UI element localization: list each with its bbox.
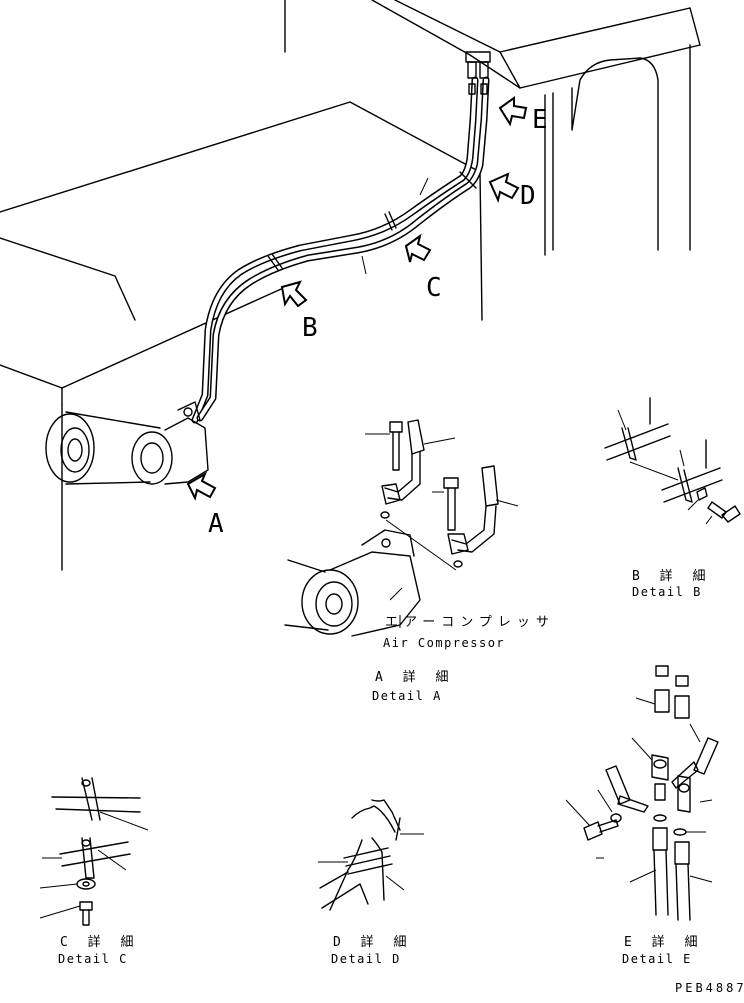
callout-label-c: C <box>426 273 442 303</box>
detail-a-title-jp: A 詳 細 <box>375 669 454 685</box>
callout-arrows <box>186 96 528 501</box>
detail-c-title-jp: C 詳 細 <box>60 934 139 950</box>
drawing-code: PEB4887 <box>675 981 744 995</box>
detail-b-title-jp: B 詳 細 <box>632 568 711 584</box>
compressor-label-en: Air Compressor <box>383 636 505 650</box>
detail-a-drawing <box>284 419 519 637</box>
detail-d-title-jp: D 詳 細 <box>333 934 412 950</box>
detail-e-title-jp: E 詳 細 <box>624 934 703 950</box>
detail-e-drawing <box>565 665 719 921</box>
detail-d-drawing <box>318 799 424 911</box>
detail-a-title-en: Detail A <box>372 689 442 703</box>
compressor-label-jp: エアーコンプレッサ <box>385 615 555 630</box>
callout-label-d: D <box>520 181 536 211</box>
detail-b-title-en: Detail B <box>632 585 702 599</box>
detail-c-drawing <box>39 777 149 926</box>
air-conditioner-hose-route <box>191 51 491 424</box>
detail-c-title-en: Detail C <box>58 952 128 966</box>
machine-body-outline <box>0 0 701 571</box>
detail-d-title-en: Detail D <box>331 952 401 966</box>
detail-b-drawing <box>604 397 741 525</box>
callout-label-e: E <box>532 105 548 135</box>
engine-belt-compressor <box>45 401 209 485</box>
detail-e-title-en: Detail E <box>622 952 692 966</box>
callout-label-a: A <box>208 509 224 539</box>
callout-label-b: B <box>302 313 318 343</box>
